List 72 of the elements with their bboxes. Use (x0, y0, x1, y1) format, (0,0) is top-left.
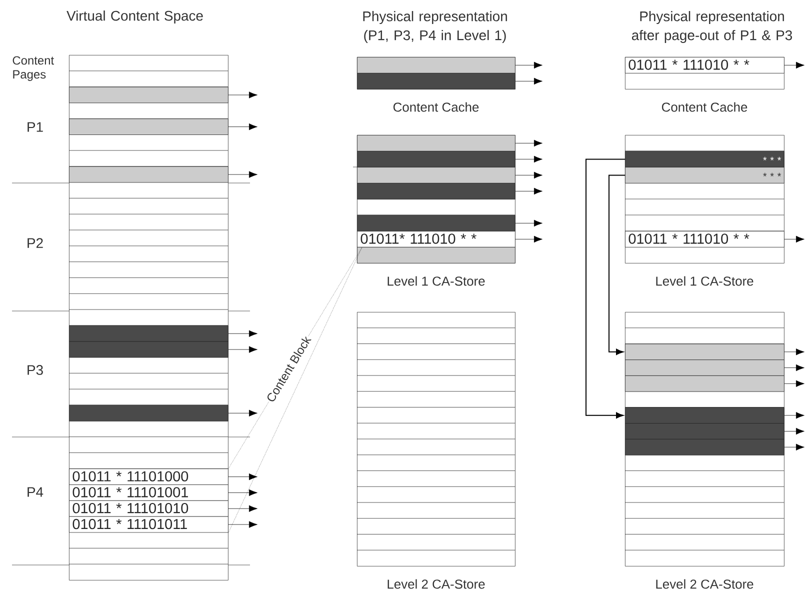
arrow (515, 220, 542, 227)
data-row: 01011* 111010 * * (357, 231, 516, 248)
data-row: 01011 * 11101011 (69, 516, 228, 533)
shaded-row (625, 376, 784, 392)
node-label: Level 2 CA-Store (388, 579, 485, 589)
page-label: P1 (28, 122, 43, 132)
column-heading: Physical representation after page-out of P1 & P3 (632, 11, 792, 43)
arrow (586, 158, 626, 418)
side-label: Content Pages (12, 56, 54, 81)
arrow (228, 521, 258, 528)
arrow (228, 171, 258, 178)
column-heading: Virtual Content Space (66, 10, 203, 24)
data-row: 01011 * 11101010 (69, 500, 228, 517)
arrow (515, 156, 542, 163)
shaded-row (625, 407, 784, 424)
shaded-row (69, 86, 228, 104)
data-row: 01011 * 111010 * * (625, 231, 784, 248)
arrow (228, 92, 258, 98)
data-row: 01011 * 11101001 (69, 484, 228, 501)
shaded-row (357, 167, 516, 184)
shaded-row (69, 405, 228, 422)
data-row: 01011 * 11101000 (69, 468, 228, 485)
arrow (228, 346, 258, 353)
arrow (515, 188, 542, 195)
data-row: 01011 * 111010 * * (625, 57, 784, 74)
arrow (784, 444, 804, 450)
stars-row: * * * (625, 167, 784, 184)
shaded-row (357, 247, 516, 264)
node-label: Level 2 CA-Store (656, 579, 754, 589)
arrow (515, 140, 542, 147)
arrow (784, 364, 804, 372)
node-label: Content Cache (393, 102, 479, 112)
arrow (228, 489, 258, 496)
arrow (228, 410, 258, 416)
shaded-row (357, 135, 516, 152)
shaded-row (357, 183, 516, 200)
shaded-row (625, 344, 784, 360)
shaded-row (357, 73, 516, 90)
shaded-row (357, 215, 516, 232)
arrow (784, 236, 804, 243)
arrow (784, 428, 804, 435)
stars-row: * * * (625, 151, 784, 168)
shaded-row (69, 166, 228, 183)
arrow (784, 348, 804, 356)
arrow (608, 174, 626, 355)
node-label: Content Cache (662, 102, 748, 112)
arrow (228, 330, 258, 337)
node-label: Level 1 CA-Store (388, 276, 485, 286)
page-label: P4 (28, 487, 44, 497)
arrow (784, 380, 804, 387)
page-label: P3 (28, 365, 43, 375)
column-heading: Physical representation (P1, P3, P4 in Level 1) (363, 11, 507, 43)
page-label: P2 (28, 238, 43, 248)
arrow (228, 473, 258, 480)
arrow (515, 236, 542, 243)
arrow (784, 62, 804, 69)
arrow (228, 123, 258, 130)
shaded-row (357, 151, 516, 168)
dotted-line (228, 247, 362, 533)
arrow (515, 78, 542, 85)
arrow (515, 172, 542, 179)
shaded-row (69, 118, 228, 135)
shaded-row (69, 341, 228, 358)
shaded-row (625, 423, 784, 440)
node-label: Level 1 CA-Store (656, 276, 754, 286)
arrow (784, 412, 804, 419)
shaded-row (69, 325, 228, 342)
shaded-row (357, 57, 516, 74)
shaded-row (625, 360, 784, 376)
arrow (515, 62, 542, 69)
arrow (228, 505, 258, 512)
shaded-row (625, 439, 784, 456)
